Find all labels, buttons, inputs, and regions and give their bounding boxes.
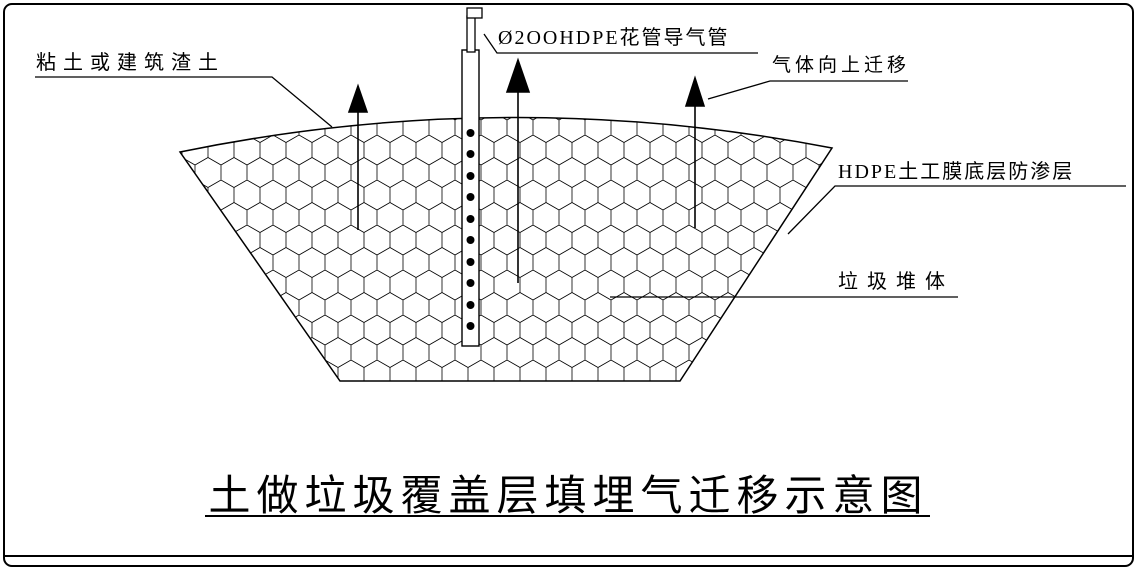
pipe-perforations xyxy=(466,129,475,330)
label-gas-flow: 气体向上迁移 xyxy=(772,55,911,76)
gas-arrow-center xyxy=(505,57,531,283)
leader-liner xyxy=(787,185,1126,235)
gas-pipe-cap xyxy=(466,7,483,19)
leader-gas xyxy=(707,80,908,100)
diagram-title: 土做垃圾覆盖层填埋气迁移示意图 xyxy=(208,474,929,520)
gas-pipe-stem xyxy=(466,15,476,53)
waste-mound-shape xyxy=(178,116,834,382)
leader-clay xyxy=(35,76,333,128)
outer-border xyxy=(3,3,1134,567)
label-gas-pipe: Ø2OOHDPE花管导气管 xyxy=(498,27,730,49)
label-waste-body: 垃圾堆体 xyxy=(838,271,954,293)
label-clay-cover: 粘土或建筑渣土 xyxy=(36,52,225,74)
gas-arrow-left xyxy=(347,83,369,230)
label-hdpe-liner: HDPE土工膜底层防渗层 xyxy=(838,161,1075,183)
gas-arrow-right xyxy=(684,75,706,228)
leader-pipe xyxy=(483,33,758,54)
